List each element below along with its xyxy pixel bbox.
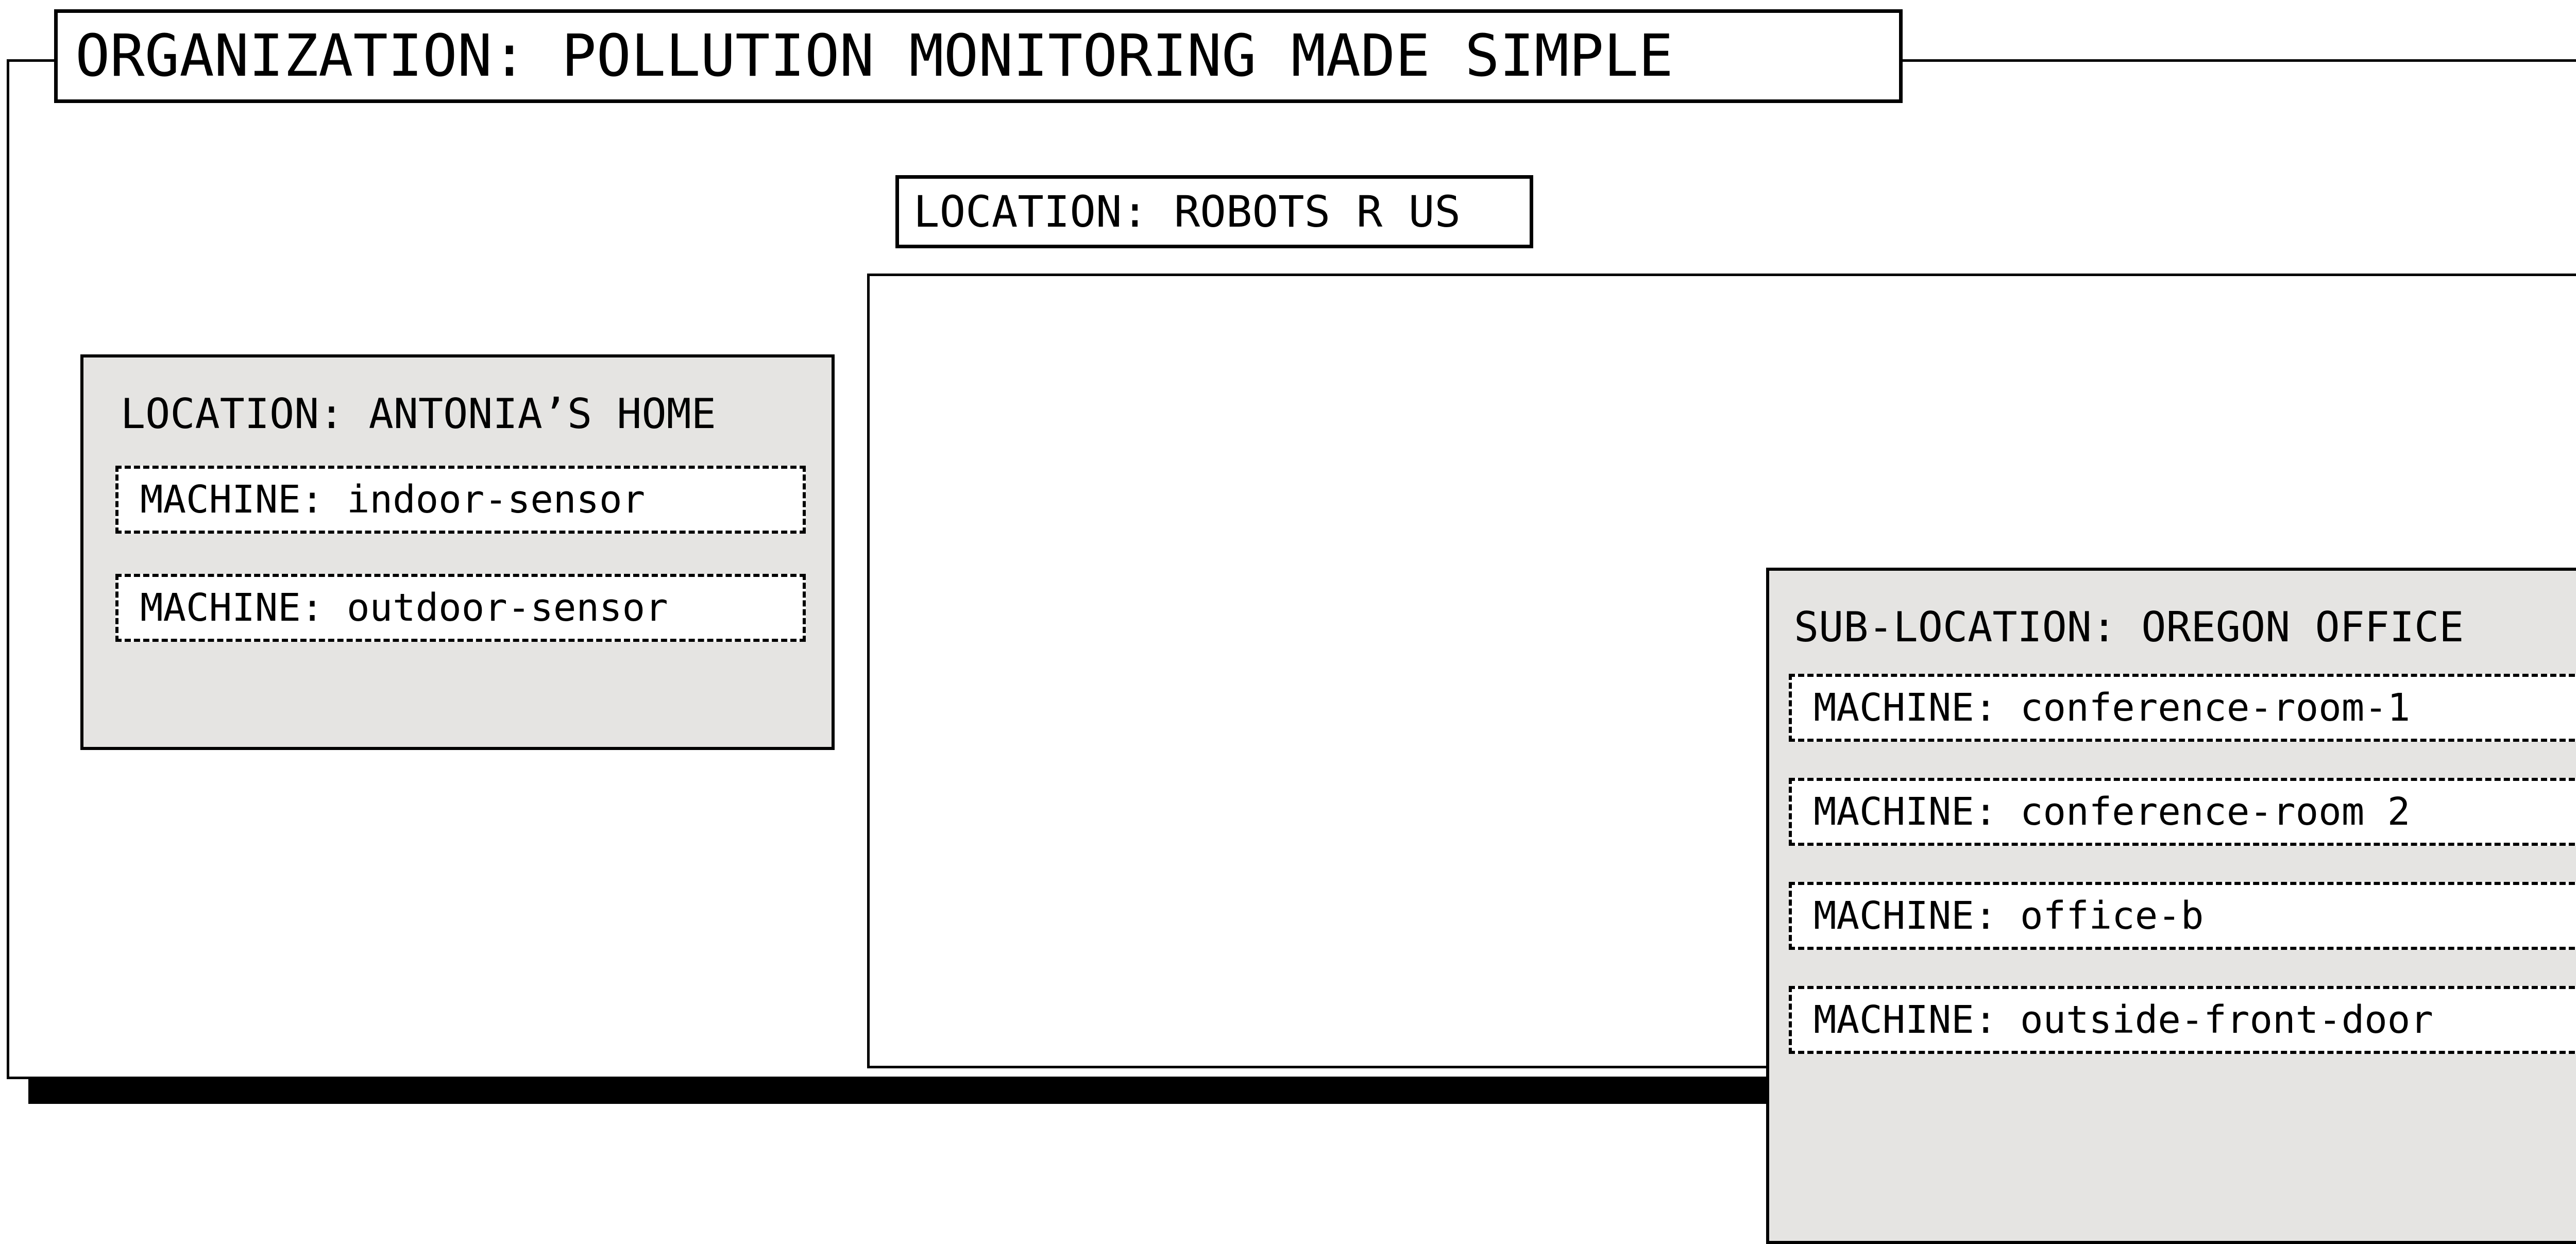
machine-outdoor-sensor[interactable]: MACHINE: outdoor-sensor xyxy=(115,574,806,642)
machine-label: MACHINE: outdoor-sensor xyxy=(140,586,668,630)
machine-label: MACHINE: conference-room-1 xyxy=(1814,686,2411,730)
location-robots-r-us-title: LOCATION: ROBOTS R US xyxy=(913,186,1461,237)
organization-title: ORGANIZATION: POLLUTION MONITORING MADE … xyxy=(75,23,1673,90)
machine-indoor-sensor[interactable]: MACHINE: indoor-sensor xyxy=(115,466,806,534)
machine-label: MACHINE: office-b xyxy=(1814,894,2204,938)
machine-conference-room-1[interactable]: MACHINE: conference-room-1 xyxy=(1789,674,2576,742)
location-robots-r-us-title-plate: LOCATION: ROBOTS R US xyxy=(895,175,1533,248)
location-robots-r-us: SUB-LOCATION: OREGON OFFICE MACHINE: con… xyxy=(867,274,2576,1244)
organization-title-plate: ORGANIZATION: POLLUTION MONITORING MADE … xyxy=(54,9,1903,103)
diagram-canvas: LOCATION: ANTONIA’S HOME MACHINE: indoor… xyxy=(7,9,2576,1244)
location-antonias-home[interactable]: LOCATION: ANTONIA’S HOME MACHINE: indoor… xyxy=(80,354,835,750)
sub-location-oregon-office[interactable]: SUB-LOCATION: OREGON OFFICE MACHINE: con… xyxy=(1766,568,2576,1244)
machine-office-b[interactable]: MACHINE: office-b xyxy=(1789,882,2576,950)
machine-label: MACHINE: indoor-sensor xyxy=(140,478,646,522)
location-antonias-home-heading: LOCATION: ANTONIA’S HOME xyxy=(121,390,716,438)
machine-label: MACHINE: conference-room 2 xyxy=(1814,790,2411,834)
sub-location-oregon-office-heading: SUB-LOCATION: OREGON OFFICE xyxy=(1794,603,2464,651)
machine-outside-front-door[interactable]: MACHINE: outside-front-door xyxy=(1789,986,2576,1054)
machine-conference-room-2[interactable]: MACHINE: conference-room 2 xyxy=(1789,778,2576,846)
machine-label: MACHINE: outside-front-door xyxy=(1814,998,2433,1042)
